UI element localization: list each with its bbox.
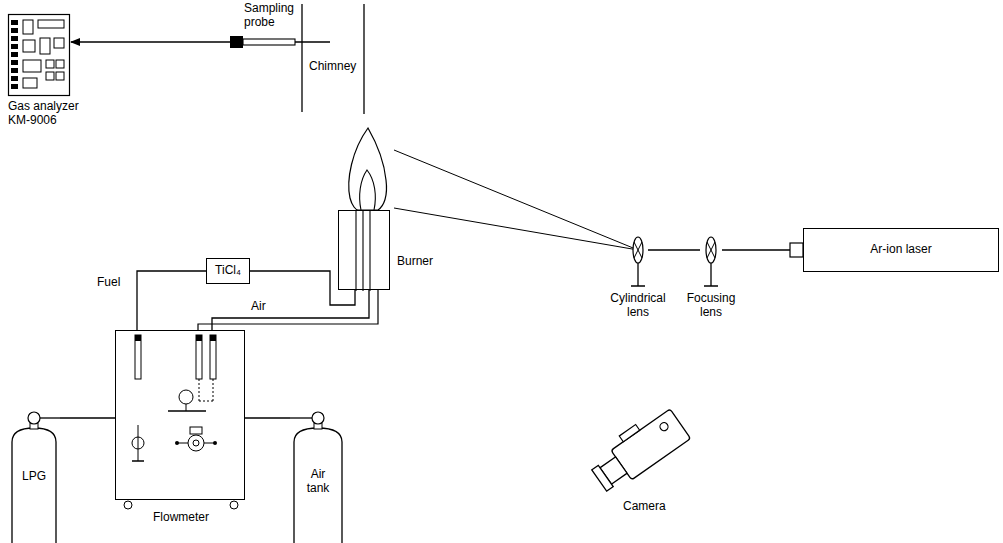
node-label: Focusing lens	[683, 292, 739, 320]
sampling-probe: Sampling probe	[230, 0, 330, 48]
camera-label: Camera	[622, 500, 667, 514]
node-label: LPG	[12, 470, 56, 484]
line-label: Fuel	[96, 276, 121, 290]
node-label: Sampling probe	[244, 2, 306, 30]
connector-line	[722, 249, 790, 250]
node-label: Cylindrical lens	[605, 292, 671, 320]
node-label: Burner	[397, 255, 457, 269]
chimney-wall	[301, 4, 302, 112]
laser-box: Ar-ion laser	[803, 228, 999, 272]
laser-sheet	[394, 150, 638, 250]
connector-line	[648, 249, 700, 250]
gas-cylinder: Air tank	[290, 408, 346, 543]
inner-flame	[360, 170, 376, 210]
chimney-label: Chimney	[308, 60, 357, 74]
camera-symbol	[585, 403, 691, 495]
focusing-lens: Focusing lens	[700, 234, 722, 292]
laser-aperture	[790, 243, 803, 257]
gas-analyzer: Gas analyzer KM-9006	[8, 14, 70, 96]
burner: Burner	[338, 210, 390, 290]
connector-line	[137, 271, 206, 330]
connector-line	[245, 417, 290, 418]
node-label: Air tank	[298, 468, 338, 496]
chimney-wall	[363, 4, 364, 114]
focusing-lens-drawing	[700, 234, 722, 292]
gas-analyzer-drawing	[8, 14, 70, 96]
node-label: Flowmeter	[126, 511, 236, 525]
gas-cylinder: LPG	[8, 408, 60, 543]
laser-sheet	[394, 208, 638, 250]
cylindrical-lens: Cylindrical lens	[628, 234, 648, 292]
node-label: TiCl₄	[215, 264, 241, 278]
node-label: Ar-ion laser	[870, 243, 931, 257]
flowmeter-cabinet-drawing	[116, 331, 246, 501]
connector-line	[71, 41, 230, 42]
node-label: Gas analyzer KM-9006	[8, 100, 88, 128]
outer-flame	[349, 128, 387, 210]
burner-drawing	[339, 211, 391, 291]
cylindrical-lens-drawing	[628, 234, 648, 292]
flowmeter-cabinet: Flowmeter	[115, 330, 245, 500]
connector-line	[212, 290, 369, 330]
connector-line	[60, 417, 115, 418]
line-label: Air	[250, 300, 267, 314]
tank-box: TiCl₄	[206, 258, 250, 284]
air-line	[198, 290, 378, 330]
